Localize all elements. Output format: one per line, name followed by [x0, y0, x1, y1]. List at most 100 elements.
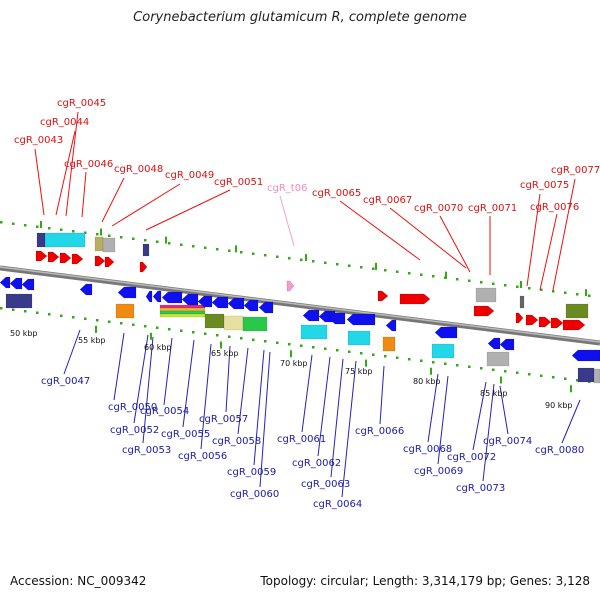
gc-dot — [12, 308, 15, 311]
gene-label: cgR_0045 — [57, 98, 106, 109]
forward-gene-arrow — [59, 252, 72, 264]
feature-box — [204, 313, 225, 329]
gc-dot — [408, 358, 411, 361]
gc-dot — [276, 255, 279, 258]
leader-line — [133, 334, 149, 424]
gene-label: cgR_0069 — [414, 466, 463, 477]
feature-box — [242, 316, 268, 332]
forward-gene-arrow — [35, 250, 48, 262]
leader-line — [259, 351, 271, 488]
reverse-gene-arrow — [328, 312, 346, 325]
gene-label: cgR_0065 — [312, 188, 361, 199]
gc-tick — [95, 325, 97, 333]
gc-dot — [276, 341, 279, 344]
gene-label: cgR_0070 — [414, 203, 463, 214]
gc-dot — [108, 234, 111, 237]
gc-dot — [504, 370, 507, 373]
gc-dot — [516, 285, 519, 288]
gene-label: cgR_0073 — [456, 483, 505, 494]
gene-label: cgR_0071 — [468, 203, 517, 214]
gene-label: cgR_0047 — [41, 376, 90, 387]
gc-dot — [156, 240, 159, 243]
gene-label: cgR_0066 — [355, 426, 404, 437]
leader-line — [163, 337, 173, 406]
gene-label: cgR_0080 — [535, 445, 584, 456]
gene-label: cgR_0054 — [140, 406, 189, 417]
gc-tick — [430, 367, 432, 375]
gc-dot — [0, 221, 3, 224]
gc-tick — [445, 271, 447, 279]
leader-line — [552, 178, 576, 291]
leader-line — [472, 381, 487, 451]
reverse-gene-arrow — [243, 299, 259, 312]
backbone-line — [0, 265, 600, 346]
gc-dot — [84, 231, 87, 234]
gc-dot — [48, 227, 51, 230]
gc-dot — [312, 346, 315, 349]
feature-box — [102, 237, 116, 253]
gene-label: cgR_0053 — [122, 445, 171, 456]
gc-dot — [504, 284, 507, 287]
gc-tick — [570, 385, 572, 393]
kbp-label: 85 kbp — [480, 389, 508, 398]
gc-dot — [264, 340, 267, 343]
gene-label: cgR_0049 — [165, 170, 214, 181]
leader-line — [142, 336, 154, 444]
leader-line — [427, 373, 439, 443]
gc-dot — [480, 367, 483, 370]
gc-tick — [220, 341, 222, 349]
forward-gene-arrow — [377, 290, 389, 302]
gc-dot — [336, 349, 339, 352]
reverse-gene-arrow — [258, 301, 274, 314]
gc-dot — [252, 252, 255, 255]
gc-dot — [72, 316, 75, 319]
feature-boxes — [5, 232, 600, 384]
leader-line — [439, 215, 471, 273]
gc-dot — [192, 245, 195, 248]
feature-box — [94, 236, 104, 252]
feature-box — [593, 368, 600, 384]
gene-label: cgR_0077 — [551, 165, 600, 176]
feature-stripe — [159, 304, 206, 309]
kbp-label: 90 kbp — [545, 401, 573, 410]
kbp-label: 80 kbp — [413, 377, 441, 386]
gc-dot-tracks — [0, 221, 591, 393]
kbp-label: 60 kbp — [144, 343, 172, 352]
backbone-highlight — [0, 266, 600, 343]
reverse-gene-arrow — [434, 326, 458, 339]
gene-label: cgR_0068 — [403, 444, 452, 455]
leader-line — [55, 130, 76, 216]
gc-dot — [456, 278, 459, 281]
gc-dot — [480, 281, 483, 284]
gene-label: cgR_0067 — [363, 195, 412, 206]
gc-dot — [492, 368, 495, 371]
gene-label: cgR_0050 — [108, 402, 157, 413]
leader-line — [539, 213, 558, 291]
gc-dot — [360, 352, 363, 355]
gc-tick — [375, 262, 377, 270]
gc-dot — [228, 335, 231, 338]
gc-dot — [396, 270, 399, 273]
reverse-gene-arrow — [571, 349, 600, 362]
forward-gene-arrow — [94, 255, 106, 267]
gene-label: cgR_0074 — [483, 436, 532, 447]
gene-label: cgR_0062 — [292, 458, 341, 469]
gc-dot — [468, 365, 471, 368]
gc-dot — [288, 257, 291, 260]
gc-dot — [264, 254, 267, 257]
gc-dot — [576, 293, 579, 296]
gc-dot — [372, 353, 375, 356]
feature-box — [486, 351, 510, 367]
gene-label: cgR_0051 — [214, 177, 263, 188]
gc-dot — [324, 347, 327, 350]
reverse-gene-arrow — [161, 291, 183, 304]
gc-dot — [564, 291, 567, 294]
gene-label: cgR_0060 — [230, 489, 279, 500]
gc-dot — [72, 230, 75, 233]
gc-dot — [156, 326, 159, 329]
forward-gene-arrow — [473, 305, 495, 317]
gc-dot — [204, 332, 207, 335]
reverse-gene-arrow — [227, 297, 245, 310]
gc-dot — [348, 350, 351, 353]
gc-dot — [24, 310, 27, 313]
